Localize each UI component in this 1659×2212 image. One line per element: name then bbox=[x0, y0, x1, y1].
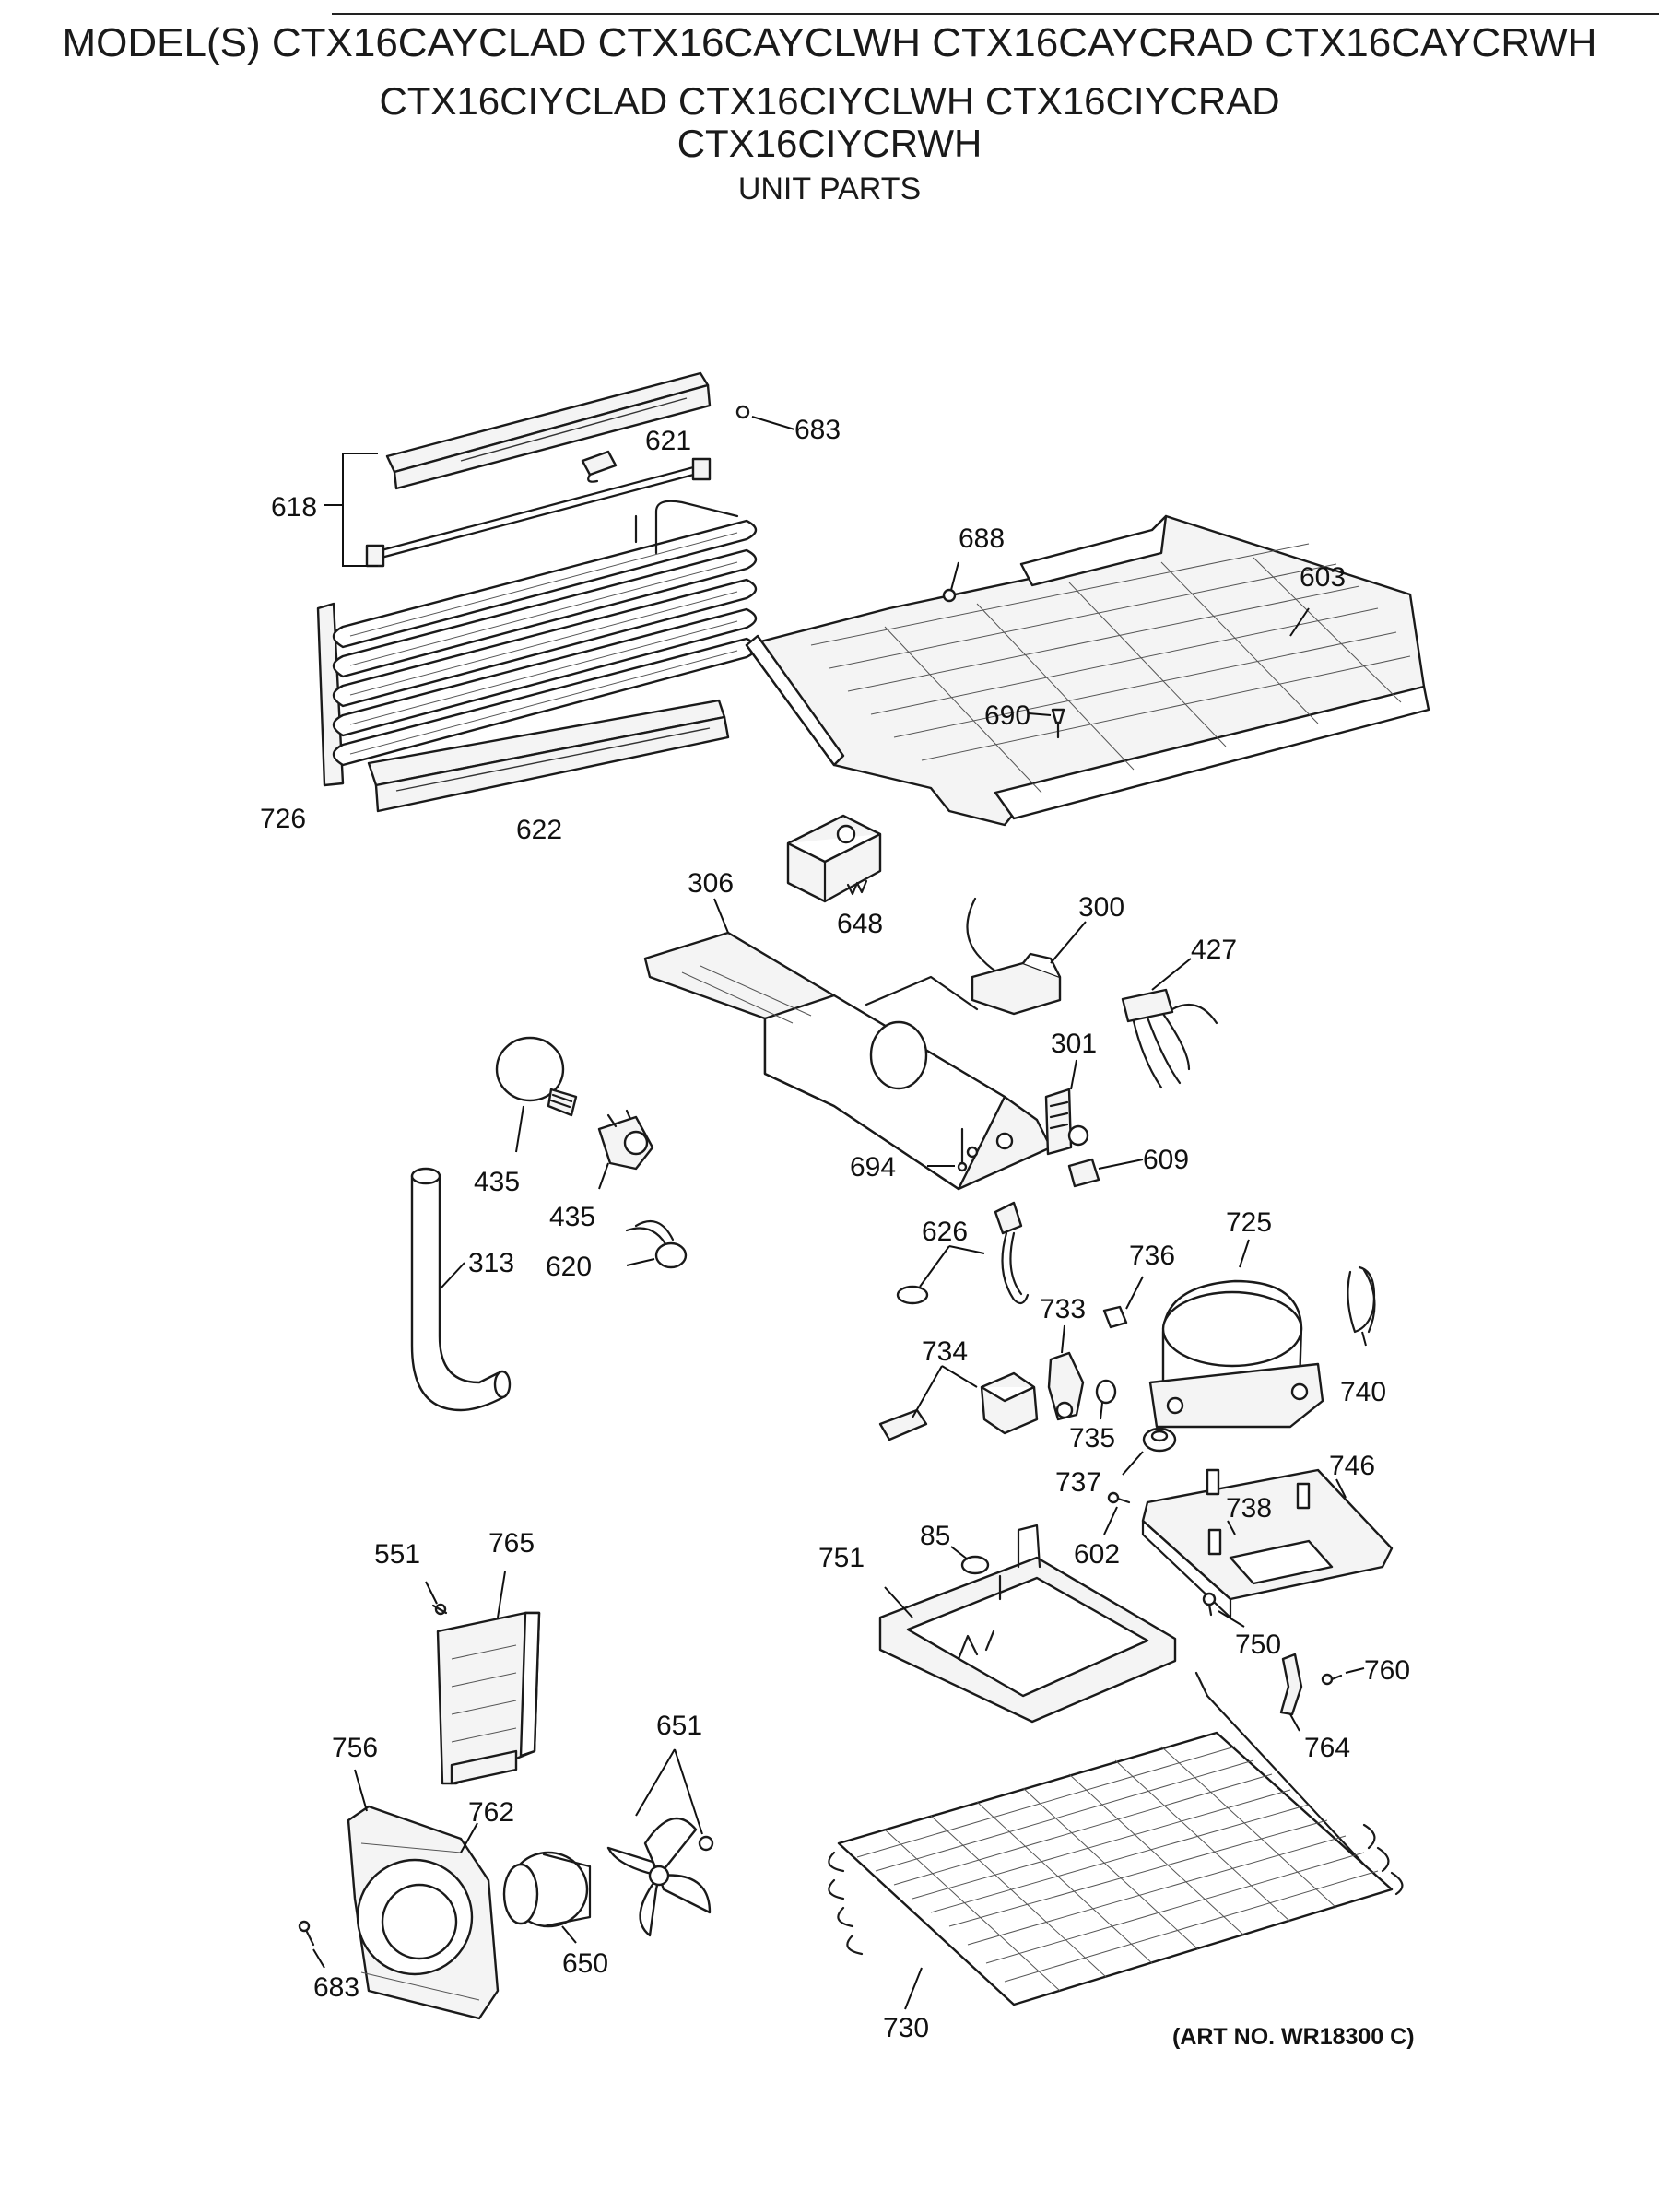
capacitor-735 bbox=[1095, 1379, 1117, 1420]
callout-688: 688 bbox=[959, 524, 1005, 554]
thermistor-620 bbox=[625, 1219, 688, 1269]
callout-626: 626 bbox=[922, 1217, 968, 1247]
callout-435-socket: 435 bbox=[549, 1202, 595, 1232]
callout-306: 306 bbox=[688, 868, 734, 899]
grommet-736 bbox=[1102, 1276, 1144, 1329]
evaporator-coil-726 bbox=[316, 500, 758, 787]
condenser-coil-730 bbox=[828, 1671, 1404, 2010]
callout-690: 690 bbox=[984, 700, 1030, 731]
screw-602 bbox=[1103, 1491, 1131, 1535]
light-bulb-435 bbox=[495, 1036, 578, 1153]
duct-cover-765 bbox=[436, 1571, 541, 1785]
leader-603 bbox=[1289, 607, 1310, 637]
callout-760: 760 bbox=[1364, 1655, 1410, 1686]
callout-694: 694 bbox=[850, 1152, 896, 1182]
evaporator-cover-rail bbox=[385, 371, 712, 490]
callout-648: 648 bbox=[837, 909, 883, 939]
callout-313: 313 bbox=[468, 1248, 514, 1278]
callout-427: 427 bbox=[1191, 935, 1237, 965]
grommet-737 bbox=[1122, 1427, 1177, 1476]
control-knob-301 bbox=[1044, 1059, 1089, 1156]
screw-694 bbox=[927, 1127, 968, 1172]
callout-551: 551 bbox=[374, 1539, 420, 1570]
drain-tube-313 bbox=[410, 1167, 512, 1412]
freezer-floor-603 bbox=[745, 514, 1430, 827]
wire-harness-427 bbox=[1121, 958, 1218, 1089]
screw-760 bbox=[1321, 1667, 1365, 1686]
callout-738: 738 bbox=[1226, 1493, 1272, 1524]
header-rule bbox=[332, 13, 1659, 15]
callout-764: 764 bbox=[1304, 1733, 1350, 1763]
callout-725: 725 bbox=[1226, 1207, 1272, 1238]
callout-726: 726 bbox=[260, 804, 306, 834]
callout-751: 751 bbox=[818, 1543, 865, 1573]
callout-301: 301 bbox=[1051, 1029, 1097, 1059]
model-list-line-2: CTX16CIYCLAD CTX16CIYCLWH CTX16CIYCRAD bbox=[379, 79, 1280, 123]
section-subtitle: UNIT PARTS bbox=[737, 171, 922, 206]
clip-740 bbox=[1347, 1265, 1376, 1347]
fan-blade-651 bbox=[606, 1748, 714, 1937]
callout-746: 746 bbox=[1329, 1451, 1375, 1481]
leader-762 bbox=[460, 1822, 478, 1853]
screw-683-bottom bbox=[298, 1920, 325, 1969]
control-housing-306 bbox=[643, 931, 1053, 1191]
grommet-85 bbox=[950, 1546, 990, 1575]
model-list-line-1: MODEL(S) CTX16CAYCLAD CTX16CAYCLWH CTX16… bbox=[62, 20, 1597, 65]
callout-756: 756 bbox=[332, 1733, 378, 1763]
bracket-618 bbox=[324, 453, 378, 567]
callout-85: 85 bbox=[920, 1521, 950, 1551]
callout-735: 735 bbox=[1069, 1423, 1115, 1453]
callout-603: 603 bbox=[1300, 562, 1346, 593]
callout-733: 733 bbox=[1040, 1294, 1086, 1324]
callout-622: 622 bbox=[516, 815, 562, 845]
callout-300: 300 bbox=[1078, 892, 1124, 923]
overload-cord-626 bbox=[896, 1201, 1030, 1305]
retainer-clip-621 bbox=[581, 450, 618, 483]
callout-740: 740 bbox=[1340, 1377, 1386, 1407]
callout-618: 618 bbox=[271, 492, 317, 523]
fan-shroud-756 bbox=[347, 1769, 500, 2020]
fan-motor-650 bbox=[502, 1851, 592, 1944]
callout-737: 737 bbox=[1055, 1467, 1101, 1498]
callout-621: 621 bbox=[645, 426, 691, 456]
drain-pan-751 bbox=[878, 1524, 1177, 1724]
art-number: (ART NO. WR18300 C) bbox=[1172, 2024, 1415, 2050]
thermostat-300 bbox=[966, 897, 1087, 1016]
callout-683-top: 683 bbox=[794, 415, 841, 445]
screw-750 bbox=[1202, 1592, 1245, 1628]
callout-609: 609 bbox=[1143, 1145, 1189, 1175]
callout-765: 765 bbox=[488, 1528, 535, 1559]
model-list-line-3: CTX16CIYCRWH bbox=[677, 122, 982, 165]
callout-435-bulb: 435 bbox=[474, 1167, 520, 1197]
screw-683-top bbox=[735, 405, 795, 430]
switch-609 bbox=[1067, 1158, 1144, 1188]
callout-labels: 683 621 618 688 603 690 726 622 648 306 … bbox=[260, 415, 1410, 2043]
callout-650: 650 bbox=[562, 1948, 608, 1979]
callout-762: 762 bbox=[468, 1797, 514, 1828]
terminal-cover-734 bbox=[878, 1365, 1039, 1441]
callout-730: 730 bbox=[883, 2013, 929, 2043]
callout-683-bottom: 683 bbox=[313, 1972, 359, 2003]
callout-651: 651 bbox=[656, 1711, 702, 1741]
leader-306 bbox=[713, 898, 729, 934]
screw-690 bbox=[1028, 708, 1065, 739]
screw-688 bbox=[942, 561, 959, 603]
compressor-base-746 bbox=[1141, 1468, 1394, 1619]
callout-750: 750 bbox=[1235, 1630, 1281, 1660]
relay-733 bbox=[1047, 1324, 1085, 1421]
drain-trough-622 bbox=[367, 699, 730, 813]
callout-734: 734 bbox=[922, 1336, 968, 1367]
callout-620: 620 bbox=[546, 1252, 592, 1282]
light-socket-435 bbox=[597, 1109, 654, 1190]
bracket-764 bbox=[1279, 1653, 1303, 1732]
screw-551 bbox=[425, 1581, 448, 1616]
compressor-725 bbox=[1148, 1239, 1324, 1429]
callout-736: 736 bbox=[1129, 1241, 1175, 1271]
defrost-timer-648 bbox=[786, 814, 882, 903]
callout-602: 602 bbox=[1074, 1539, 1120, 1570]
heater-rod-618 bbox=[365, 457, 712, 568]
